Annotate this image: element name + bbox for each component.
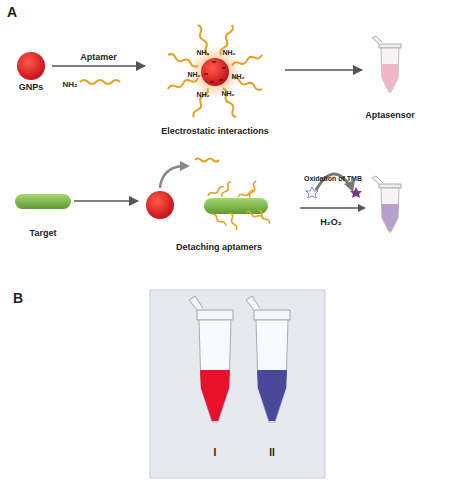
aptamer-strand (231, 53, 262, 68)
item-label: Aptasensor (342, 110, 438, 120)
item-label: Target (0, 228, 94, 238)
figure-item: Aptasensor (362, 36, 418, 120)
annotation-label: NH₂ (196, 91, 209, 98)
photo-frame (150, 290, 325, 478)
tube-blue (246, 296, 290, 422)
arrow-head (180, 161, 190, 171)
annotation-label: NH₂ (196, 49, 209, 56)
annotation-label: NH₂ (222, 49, 235, 56)
gold-nanoparticle (17, 52, 45, 80)
process-arrow (52, 65, 145, 67)
arrow-label: Aptamer (80, 52, 117, 62)
aptamer-strand (167, 53, 198, 68)
aptamer-strand (192, 87, 209, 118)
annotation-label: NH₂ (231, 73, 244, 80)
bacteria-rod (204, 198, 268, 214)
annotation-label: II (269, 447, 275, 458)
bacteria-rod (15, 194, 71, 209)
tube-result (372, 176, 401, 232)
aptamer-strand (221, 87, 238, 118)
process-arrow (74, 200, 138, 202)
tube-aptasensor (372, 36, 401, 92)
process-arrow (285, 69, 362, 71)
panel-letter: B (13, 290, 23, 306)
negative-charges (204, 62, 226, 82)
detach-arrow (160, 166, 182, 188)
oxtmb-star (350, 187, 362, 198)
reaction-arrow (300, 207, 358, 209)
item-label: Detaching aptamers (118, 242, 320, 252)
annotation-label: I (214, 447, 217, 458)
annotation-label: H₂O₂ (320, 217, 342, 227)
annotation-label: NH₂ (187, 71, 200, 78)
panel-letter: A (7, 4, 17, 20)
arrow-head (358, 204, 366, 212)
annotation-label: NH₂ (221, 90, 234, 97)
bound-aptamers (207, 181, 270, 231)
figure-item: GNPs (10, 48, 52, 92)
aptamer-strand (196, 24, 211, 55)
figure-item: Electrostatic interactions (145, 22, 285, 136)
aptamer-strand (167, 76, 198, 91)
item-label: GNPs (0, 82, 72, 92)
arrow-head (344, 180, 355, 192)
glow (185, 42, 245, 102)
annotation-label: NH₂ (62, 80, 77, 89)
aptamer-strand (80, 80, 120, 84)
tube-red (189, 296, 233, 422)
annotation-label: Oxidation of TMB (304, 175, 362, 182)
figure-item: Target (12, 186, 74, 238)
figure-item: Detaching aptamers (138, 150, 300, 252)
gold-nanoparticle (146, 191, 174, 219)
gold-nanoparticle (201, 58, 229, 86)
aptamer-strand (195, 159, 219, 162)
item-label: Electrostatic interactions (125, 126, 305, 136)
tmb-star (306, 187, 318, 198)
aptamer-conjugate (167, 24, 262, 118)
